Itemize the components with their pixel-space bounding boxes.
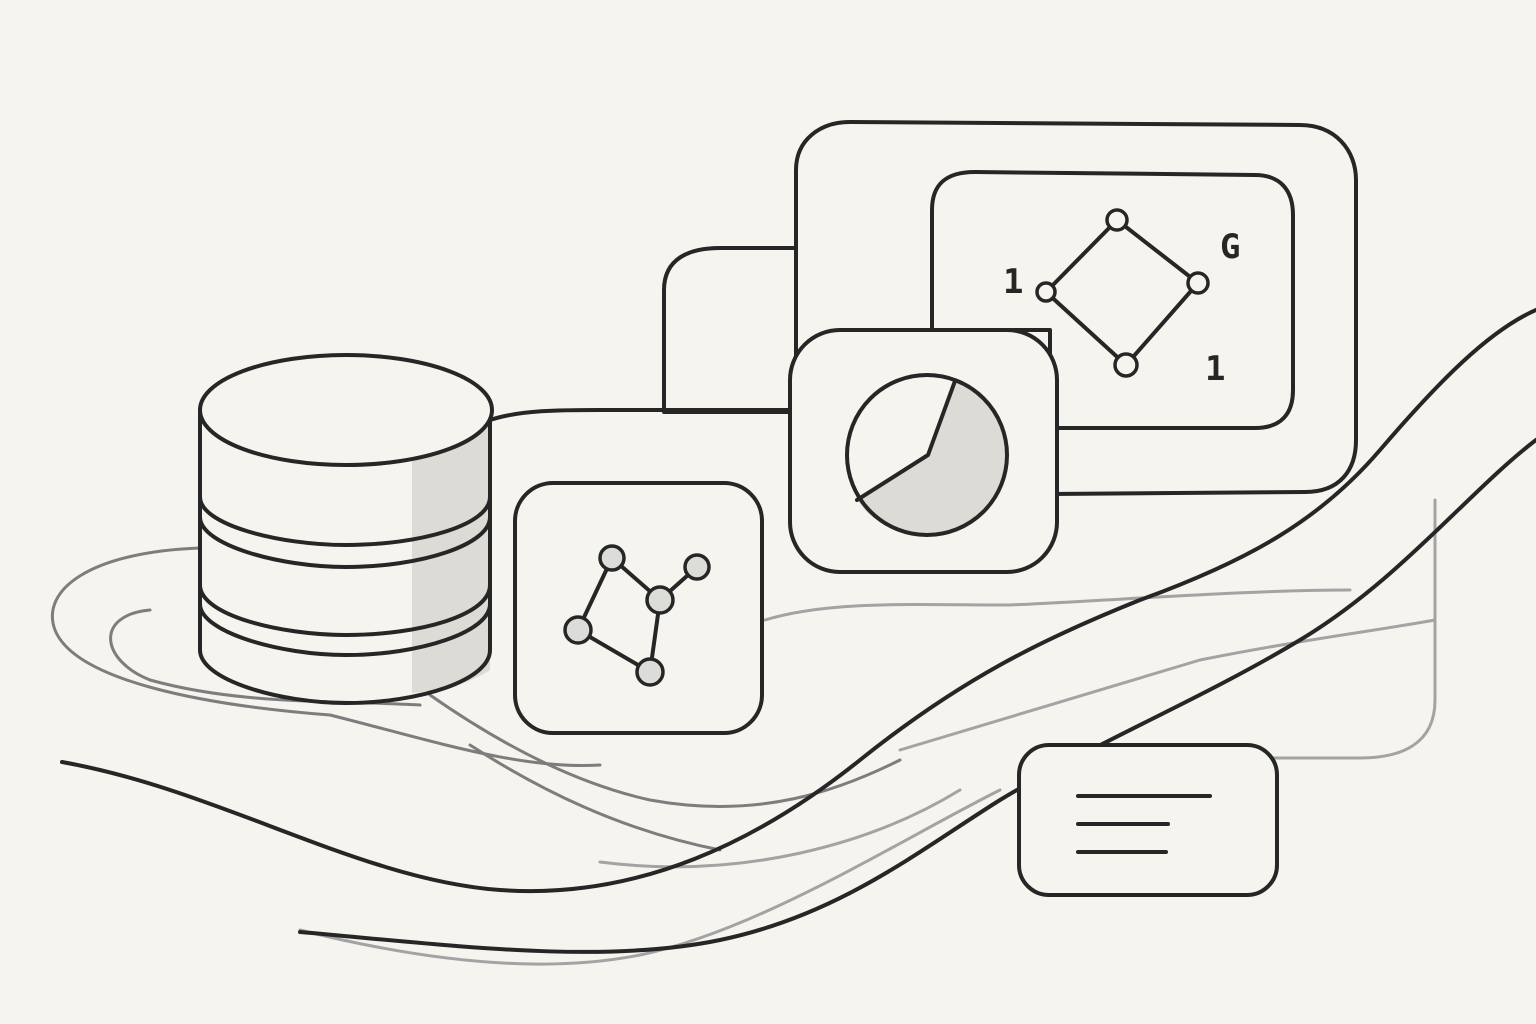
network-graph-icon	[563, 544, 711, 687]
network-node	[598, 544, 626, 572]
graph-node-top	[1105, 208, 1129, 232]
background-flow-lines	[50, 498, 1437, 966]
text-lines-icon	[1076, 794, 1212, 854]
network-node	[683, 553, 711, 581]
back-panel	[488, 246, 802, 422]
network-node	[635, 657, 665, 687]
graph-label-bottom-right: 1	[1205, 349, 1225, 389]
text-note-card	[1017, 743, 1279, 897]
pie-chart-card	[788, 328, 1059, 574]
graph-label-top-right: G	[1220, 227, 1240, 267]
graph-diagram-icon: 1 G 1	[1003, 208, 1240, 389]
network-node	[563, 615, 593, 645]
graph-node-right	[1186, 271, 1210, 295]
graph-label-left: 1	[1003, 262, 1023, 302]
graph-node-left	[1035, 281, 1057, 303]
flow-lines	[60, 308, 1536, 954]
network-node	[645, 585, 675, 615]
graph-node-bottom	[1113, 352, 1139, 378]
network-card	[513, 481, 764, 735]
database-icon	[198, 353, 494, 705]
pie-chart-icon	[845, 373, 1009, 537]
